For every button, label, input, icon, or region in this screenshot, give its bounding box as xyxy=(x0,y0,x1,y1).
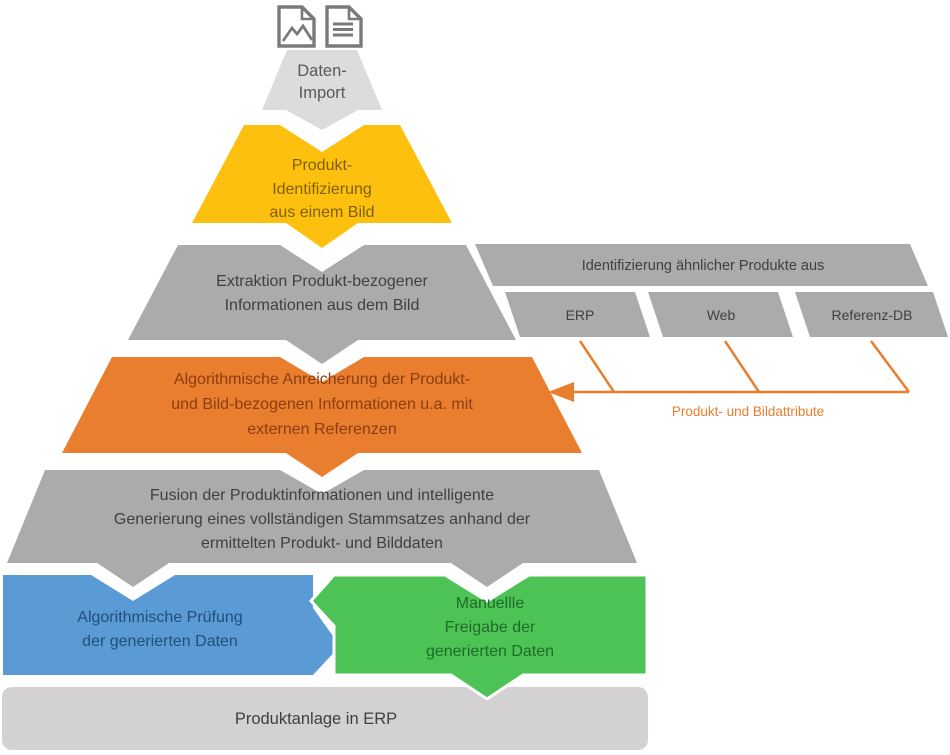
stage-label-line: Identifizierung xyxy=(272,181,372,198)
result-bar-shape xyxy=(2,687,648,750)
stage-label-line: Produkt- xyxy=(292,157,352,174)
stage-fusion: Fusion der Produktinformationen und inte… xyxy=(7,470,637,587)
source-erp-label: ERP xyxy=(566,307,595,323)
connector-line-erp xyxy=(578,340,616,393)
stage-manuelle-freigabe: Manuellle Freigabe der generierten Daten xyxy=(308,573,649,701)
stage-daten-import-label: Import xyxy=(299,84,346,102)
stage-label-line: Algorithmische Anreicherung der Produkt- xyxy=(174,371,470,388)
stage-label-line: und Bild-bezogenen Informationen u.a. mi… xyxy=(171,396,473,413)
stage-algorithmische-pruefung: Algorithmische Prüfung der generierten D… xyxy=(3,575,340,675)
similar-products-header-shape xyxy=(475,244,928,286)
similar-products-header-label: Identifizierung ähnlicher Produkte aus xyxy=(582,258,825,274)
stage-label-line: Fusion der Produktinformationen und inte… xyxy=(150,487,494,504)
stage-label-line: Informationen aus dem Bild xyxy=(225,297,420,314)
stage-label-line: Freigabe der xyxy=(445,619,536,636)
stage-produkt-identifizierung-shape xyxy=(192,125,452,248)
document-file-fold xyxy=(347,7,361,21)
document-file-icon xyxy=(325,5,363,48)
result-bar-label: Produktanlage in ERP xyxy=(235,710,397,728)
stage-label-line: generierten Daten xyxy=(426,643,554,660)
connector-label: Produkt- und Bildattribute xyxy=(672,404,824,419)
source-web-label: Web xyxy=(707,307,736,323)
source-referenz-db-shape xyxy=(795,292,948,337)
stage-label-line: der generierten Daten xyxy=(82,633,238,650)
stage-label-line: Generierung eines vollständigen Stammsat… xyxy=(114,511,531,528)
source-erp-shape xyxy=(505,292,650,337)
connector-line-web xyxy=(723,340,761,393)
stage-daten-import: Daten- Import xyxy=(262,50,382,130)
document-file-page xyxy=(325,5,363,48)
image-file-icon xyxy=(277,5,316,48)
stage-produkt-identifizierung: Produkt- Identifizierung aus einem Bild xyxy=(192,125,452,248)
stage-label-line: Extraktion Produkt-bezogener xyxy=(216,273,428,290)
stage-extraktion-shape xyxy=(128,245,516,364)
result-bar: Produktanlage in ERP xyxy=(2,687,648,750)
source-referenz-db-label: Referenz-DB xyxy=(832,307,913,323)
stage-label-line: externen Referenzen xyxy=(247,421,396,438)
attributes-connector: Produkt- und Bildattribute xyxy=(548,340,911,419)
connector-line-referenz-db xyxy=(869,340,911,393)
connector-arrowhead-icon xyxy=(548,382,574,402)
image-file-fold xyxy=(300,7,314,21)
stage-label-line: ermittelten Produkt- und Bilddaten xyxy=(201,535,443,552)
image-file-mountain xyxy=(281,23,314,42)
stage-daten-import-label: Daten- xyxy=(297,62,347,80)
stage-extraktion: Extraktion Produkt-bezogener Information… xyxy=(128,245,516,364)
stage-fusion-shape xyxy=(7,470,637,587)
stage-manuelle-freigabe-shape xyxy=(308,573,649,701)
stage-label-line: aus einem Bild xyxy=(270,204,375,221)
stage-anreicherung-shape xyxy=(62,357,582,477)
stage-daten-import-shape xyxy=(262,50,382,130)
source-web-shape xyxy=(648,292,793,337)
stage-label-line: Algorithmische Prüfung xyxy=(77,609,242,626)
stage-algorithmische-pruefung-shape xyxy=(3,575,340,675)
stage-anreicherung: Algorithmische Anreicherung der Produkt-… xyxy=(62,357,582,477)
stage-label-line: Manuellle xyxy=(456,595,525,612)
similar-products-panel: Identifizierung ähnlicher Produkte aus E… xyxy=(475,244,948,337)
